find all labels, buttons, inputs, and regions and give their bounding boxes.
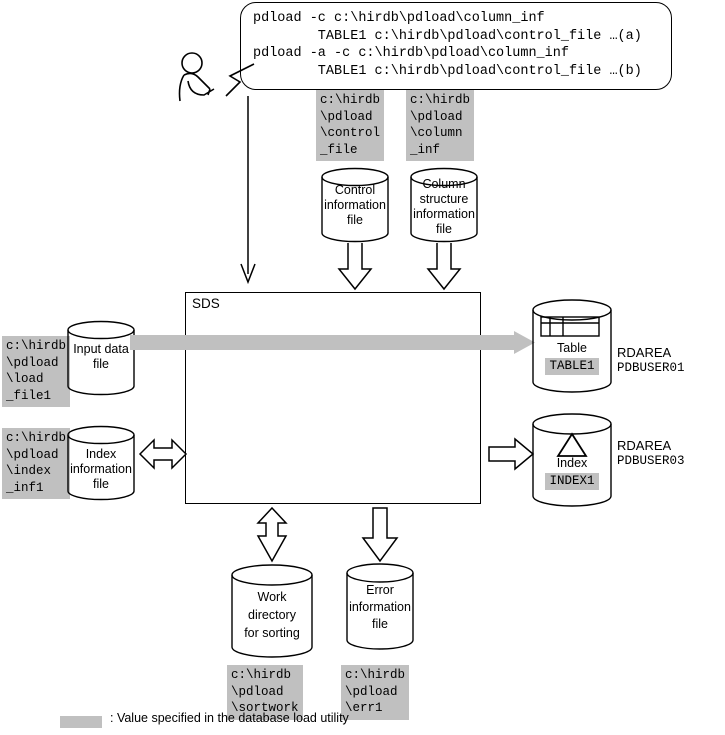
legend-swatch (60, 716, 102, 728)
table-rdarea-cylinder: Table TABLE1 (531, 298, 613, 394)
sds-label: SDS (192, 296, 220, 311)
index-information-file-cylinder: Index information file (66, 425, 136, 501)
table-rdarea-kind: RDAREA (617, 345, 672, 360)
index-output-arrow (488, 437, 535, 471)
data-load-flow-arrow (130, 331, 535, 354)
index-triangle-icon (556, 432, 588, 457)
column-inf-path-label: c:\hirdb \pdload \column _inf (406, 90, 475, 161)
control-file-path-label: c:\hirdb \pdload \control _file (316, 90, 385, 161)
error-information-file-caption: Error information file (349, 583, 411, 631)
index-rdarea-area-name: PDBUSER03 (617, 454, 685, 468)
index-inf-path-label: c:\hirdb \pdload \index _inf1 (2, 428, 71, 499)
table-rdarea-area-name: PDBUSER01 (617, 361, 685, 375)
table-object-name: TABLE1 (545, 358, 599, 375)
err-path-label: c:\hirdb \pdload \err1 (341, 665, 410, 720)
command-flow-arrow (238, 96, 258, 286)
work-directory-cylinder: Work directory for sorting (230, 562, 314, 660)
speech-bubble-tail (216, 62, 255, 100)
pdload-command-text: pdload -c c:\hirdb\pdload\column_inf TAB… (253, 11, 642, 79)
index-rdarea-label: RDAREA PDBUSER03 (617, 438, 685, 469)
input-data-file-caption: Input data file (73, 342, 129, 371)
person-at-terminal-icon (170, 45, 250, 105)
input-data-file-cylinder: Input data file (66, 320, 136, 396)
error-file-output-arrow (361, 507, 399, 563)
work-directory-caption: Work directory for sorting (244, 590, 300, 640)
index-rdarea-kind: RDAREA (617, 438, 672, 453)
sortwork-bidirectional-arrow (252, 506, 292, 563)
column-structure-information-file-caption: Column structure information file (413, 177, 475, 236)
column-structure-information-file-cylinder: Column structure information file (409, 167, 479, 243)
control-information-file-cylinder: Control information file (320, 167, 390, 243)
control-information-file-caption: Control information file (324, 183, 386, 227)
index-information-file-caption: Index information file (70, 447, 132, 491)
index-rdarea-cylinder: Index INDEX1 (531, 412, 613, 508)
column-inf-input-arrow (426, 243, 462, 291)
index-object-name: INDEX1 (545, 473, 599, 490)
load-file-path-label: c:\hirdb \pdload \load _file1 (2, 336, 71, 407)
table-grid-icon (540, 316, 600, 337)
error-information-file-cylinder: Error information file (345, 562, 415, 652)
sds-server-box (185, 292, 481, 504)
index-bidirectional-arrow (138, 434, 188, 474)
sortwork-path-label: c:\hirdb \pdload \sortwork (227, 665, 303, 720)
table-rdarea-label: RDAREA PDBUSER01 (617, 345, 685, 376)
control-file-input-arrow (337, 243, 373, 291)
index-caption: Index (556, 456, 588, 470)
legend-text: : Value specified in the database load u… (110, 711, 349, 725)
table-caption: Table (557, 341, 587, 355)
pdload-command-bubble: pdload -c c:\hirdb\pdload\column_inf TAB… (240, 2, 672, 90)
